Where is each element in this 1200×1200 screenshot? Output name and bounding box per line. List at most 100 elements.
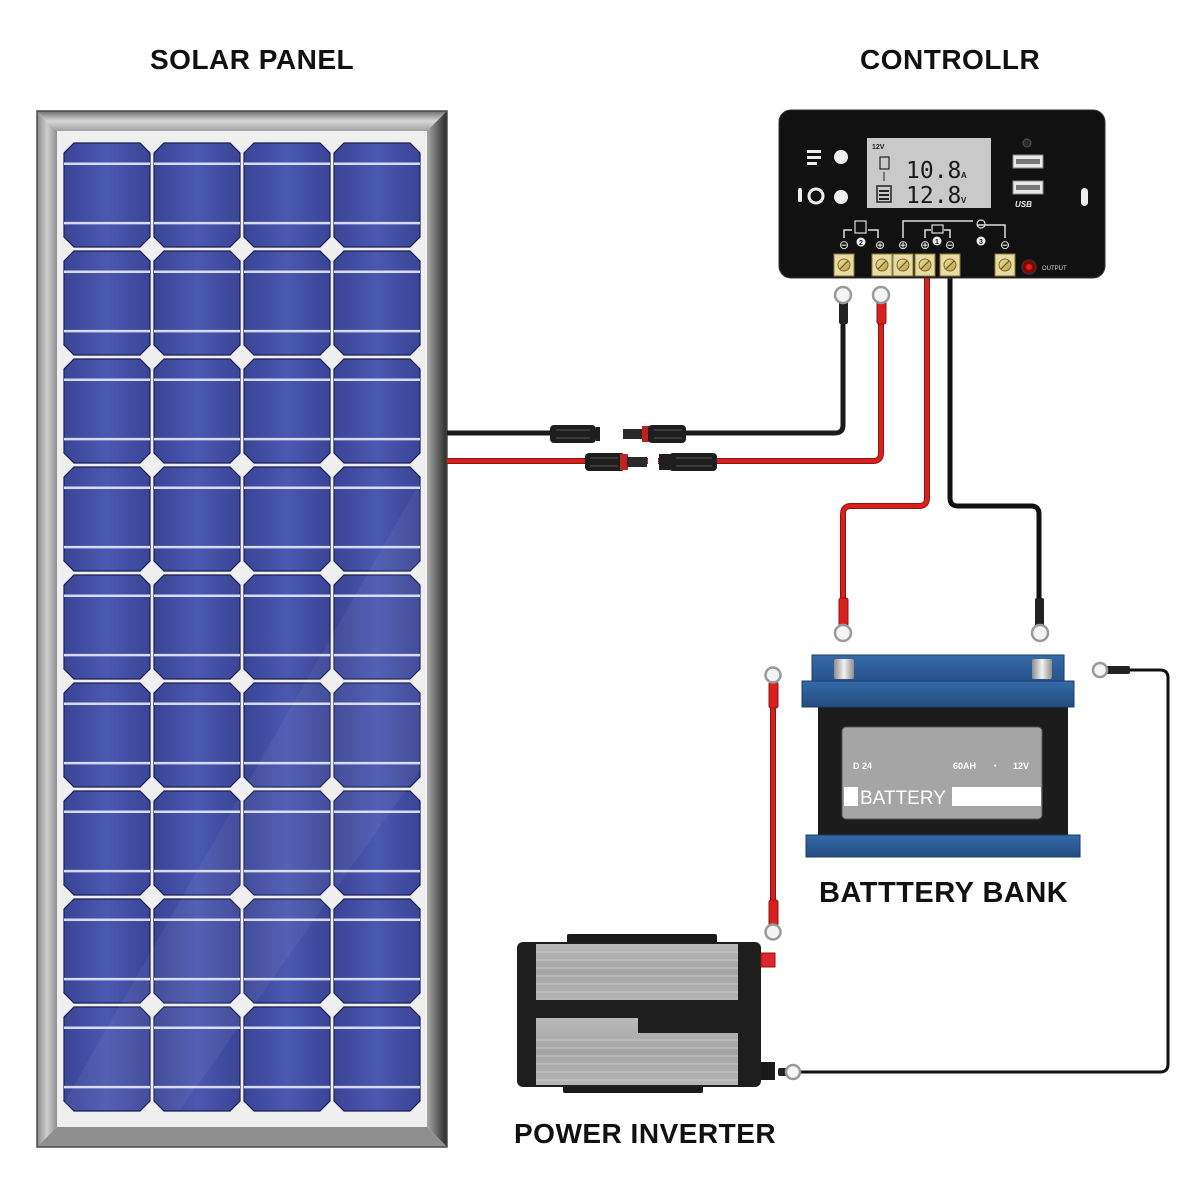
battery: D 24 60AH • 12V BATTERY: [801, 654, 1081, 858]
lcd-screen: [867, 138, 991, 208]
terminal-sign: ⊖: [945, 238, 955, 252]
solar-cell: [63, 790, 151, 896]
mc4-connector-negative-female: [623, 425, 686, 443]
solar-cell: [153, 142, 241, 248]
panel-frame-top: [37, 111, 447, 131]
solar-panel: [36, 110, 448, 1148]
panel-frame-left: [37, 111, 57, 1147]
lcd-solar-icon: [879, 156, 890, 170]
solar-cell: [333, 1006, 421, 1112]
battery-name: BATTERY: [860, 788, 946, 809]
screw-terminals: [833, 253, 1016, 277]
inverter-panel-bottom: [536, 1018, 738, 1085]
refresh-icon: [807, 187, 825, 205]
solar-negative-lug-sleeve: [839, 300, 848, 324]
solar-cell: [243, 250, 331, 356]
battery-terminal-bracket: [924, 229, 951, 238]
solar-cell: [153, 898, 241, 1004]
inverter-fins: [536, 951, 738, 1081]
solar-cell: [63, 682, 151, 788]
lcd-current-unit: A: [961, 171, 967, 180]
controller-battery-wires: [833, 275, 1050, 643]
inverter-negative-wire: [800, 668, 1170, 1074]
mc4-connector-positive-male: [659, 453, 717, 471]
solar-negative-wire: [447, 318, 846, 436]
solar-cell: [63, 250, 151, 356]
usb-port-1[interactable]: [1012, 154, 1044, 169]
screw-terminal[interactable]: [833, 253, 855, 277]
light-sensor: [1022, 138, 1032, 148]
terminal-sign: ⊕: [920, 238, 930, 252]
lcd-battery-icon: [876, 185, 892, 203]
battery-terminal-negative: [1032, 659, 1052, 679]
solar-cell: [333, 682, 421, 788]
solar-cell-grid: [63, 142, 421, 1112]
solar-cell: [333, 898, 421, 1004]
lcd-voltage-unit: V: [961, 196, 967, 205]
solar-wires: [447, 285, 891, 472]
solar-cell: [63, 898, 151, 1004]
load-bulb-icon: [976, 219, 986, 229]
refresh-button[interactable]: [798, 187, 848, 205]
screw-terminal[interactable]: [939, 253, 961, 277]
solar-cell: [243, 466, 331, 572]
terminal-signs: ⊖⊕⊕⊕⊖⊖: [839, 238, 1010, 252]
screw-terminal[interactable]: [994, 253, 1016, 277]
terminal-sign: ⊕: [875, 238, 885, 252]
panel-frame-bottom: [37, 1127, 447, 1147]
solar-cell: [333, 358, 421, 464]
solar-cell: [243, 1006, 331, 1112]
solar-cell: [243, 898, 331, 1004]
solar-cell: [153, 682, 241, 788]
solar-cell: [333, 574, 421, 680]
solar-panel-label: SOLAR PANEL: [150, 44, 355, 75]
solar-cell: [243, 682, 331, 788]
positive-ring-terminal: [833, 623, 853, 643]
solar-cell: [333, 142, 421, 248]
battery-negative-wire: [947, 275, 1042, 600]
panel-frame-right: [427, 111, 447, 1147]
menu-icon: [807, 150, 821, 153]
battery-capacity: 60AH: [953, 761, 976, 771]
usb-label: USB: [1015, 200, 1032, 209]
screw-terminal[interactable]: [871, 253, 893, 277]
battery-voltage: 12V: [1013, 761, 1029, 771]
solar-cell: [153, 574, 241, 680]
load-group-number: 3: [979, 239, 983, 246]
solar-cell: [153, 1006, 241, 1112]
solar-cell: [63, 358, 151, 464]
inverter-top-bracket: [567, 934, 717, 944]
solar-cell: [243, 790, 331, 896]
solar-negative-ring-terminal: [833, 285, 853, 305]
screw-terminal[interactable]: [892, 253, 914, 277]
battery-bank-label: BATTTERY BANK: [819, 877, 1069, 909]
terminal-sign: ⊖: [839, 238, 849, 252]
solar-cell: [333, 466, 421, 572]
solar-terminal-bracket: [843, 229, 879, 238]
panel-glare: [60, 470, 427, 1110]
terminal-sign: ⊖: [1000, 238, 1010, 252]
load-terminal-bracket: [902, 220, 1006, 238]
battery-positive-wire: [841, 275, 929, 600]
positive-lug-sleeve: [838, 597, 849, 627]
solar-cell: [153, 790, 241, 896]
mount-slot-right: [1081, 188, 1088, 206]
power-inverter: [517, 934, 776, 1093]
usb-port-2[interactable]: [1012, 180, 1044, 195]
negative-ring-terminal: [1030, 623, 1050, 643]
solar-cell: [153, 250, 241, 356]
battery-group-number: 1: [935, 239, 939, 246]
battery-terminal-positive: [834, 659, 854, 679]
menu-button[interactable]: [807, 150, 848, 165]
controller-label: CONTROLLR: [860, 44, 1041, 75]
screw-terminal[interactable]: [914, 253, 936, 277]
battery-separator: •: [994, 763, 997, 770]
solar-cell: [153, 358, 241, 464]
solar-positive-ring-terminal: [871, 285, 891, 305]
solar-cell: [243, 142, 331, 248]
solar-positive-wire: [447, 318, 883, 463]
battery-base: [805, 834, 1081, 858]
inverter-wires: [764, 661, 1170, 1081]
mc4-connector-positive-female: [585, 453, 647, 471]
